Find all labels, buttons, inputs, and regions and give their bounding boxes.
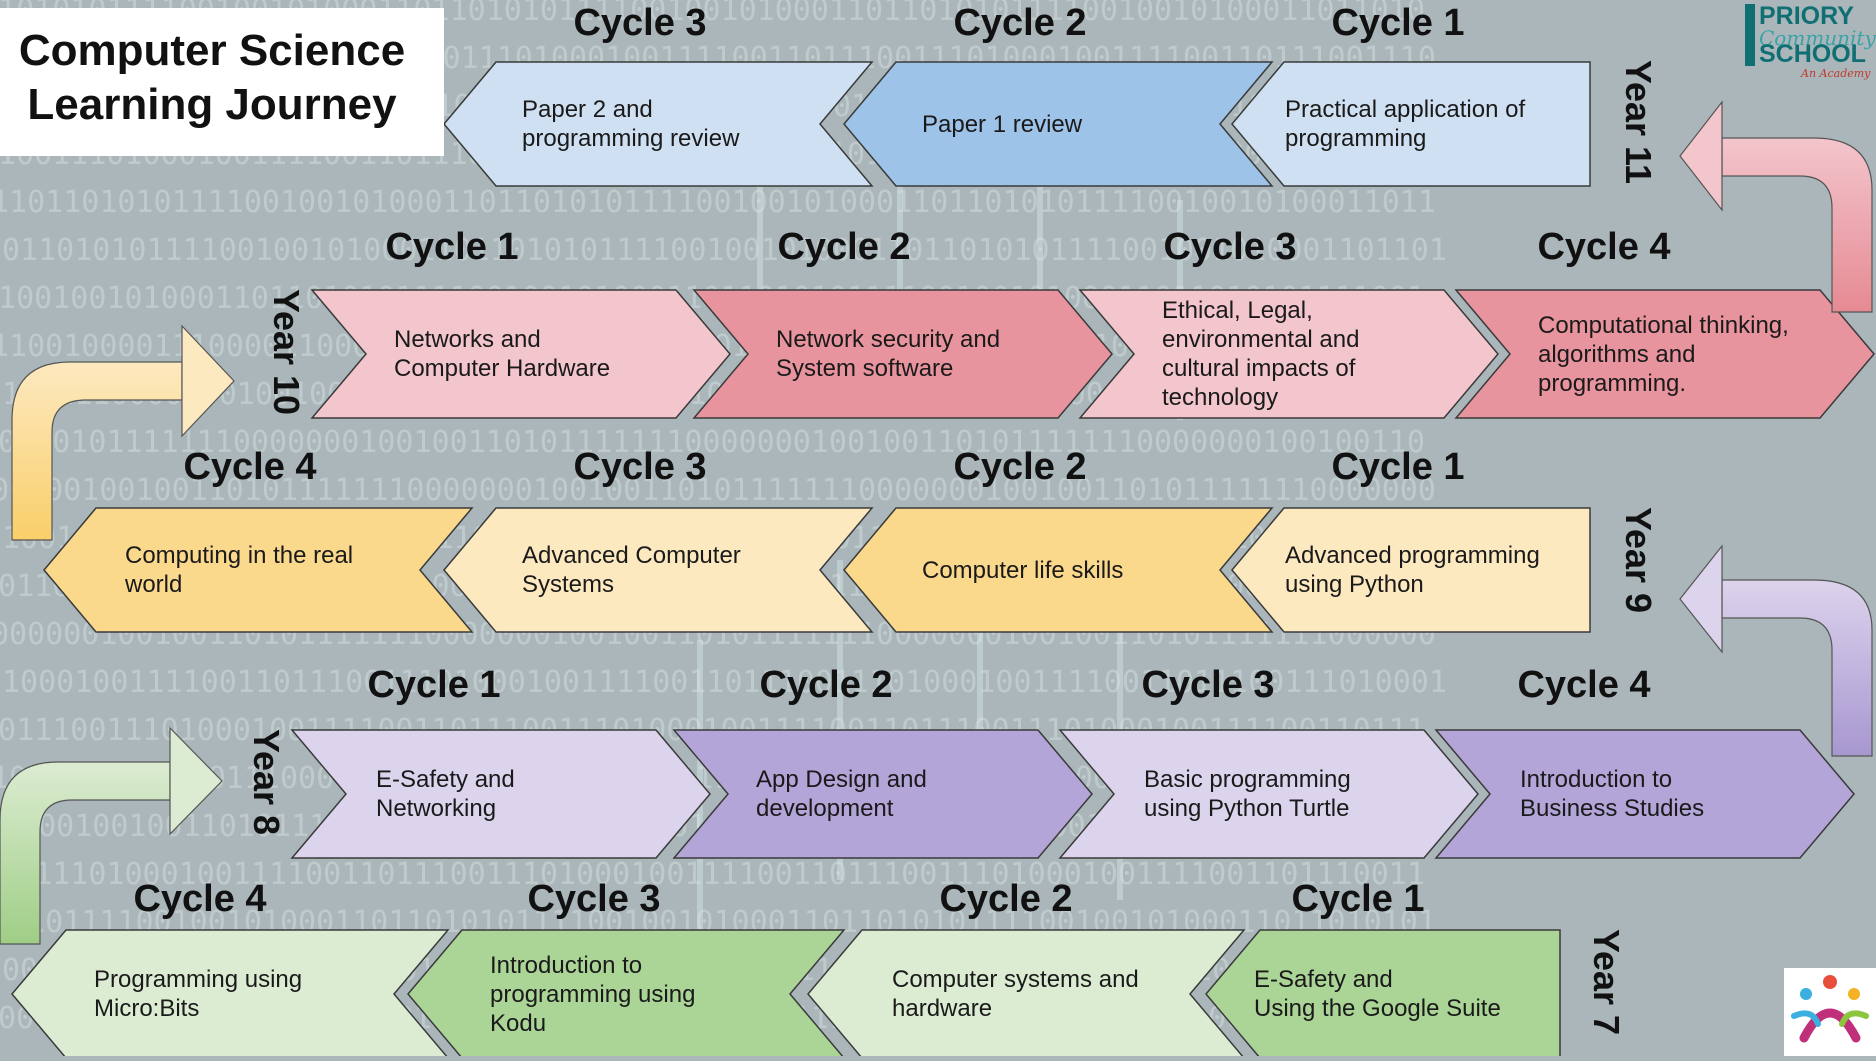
step-text: Basic programming using Python Turtle — [1144, 766, 1351, 822]
journey-step-year9-cycle1 — [1231, 507, 1591, 633]
step-text: Paper 1 review — [922, 110, 1083, 138]
journey-step-year7-cycle3 — [407, 929, 846, 1056]
school-logo: PRIORY Community SCHOOL An Academy — [1745, 0, 1876, 80]
journey-step-year8-cycle4 — [1434, 729, 1855, 859]
svg-text:011010101111001001010001101101: 0110101011110010010100011011010101111001… — [2, 233, 1447, 268]
u-turn-arrow-year7-to-8 — [0, 726, 223, 945]
journey-step-year10-cycle2 — [692, 289, 1113, 419]
journey-step-year9-cycle4 — [43, 507, 474, 633]
svg-text:000001001001101011111110000000: 0000010010011010111111100000001001001101… — [0, 473, 1436, 508]
people-logo-icon — [1791, 975, 1869, 1043]
journey-step-year7-cycle1 — [1205, 929, 1561, 1056]
cycle-heading: Cycle 3 — [573, 446, 707, 488]
cycle-heading: Cycle 1 — [1291, 878, 1425, 920]
step-text: Programming using Micro:Bits — [94, 966, 303, 1022]
journey-step-year10-cycle1 — [310, 289, 731, 419]
journey-step-year11-cycle2 — [843, 61, 1274, 187]
logo-word-priory: PRIORY — [1759, 2, 1854, 30]
svg-text:100010011110011011100111010001: 1000100111100110111001110100010011110011… — [2, 665, 1447, 700]
cycle-heading: Cycle 2 — [759, 664, 893, 706]
cycle-heading: Cycle 2 — [939, 878, 1073, 920]
step-text: Advanced programming using Python — [1285, 542, 1540, 598]
cycle-heading: Cycle 3 — [1141, 664, 1275, 706]
journey-step-year8-cycle1 — [290, 729, 711, 859]
step-text: Practical application of programming — [1285, 96, 1526, 152]
journey-step-year10-cycle3 — [1078, 289, 1499, 419]
step-text: Ethical, Legal, environmental and cultur… — [1162, 297, 1360, 411]
corner-logo — [1784, 968, 1876, 1056]
cycle-heading: Cycle 2 — [953, 2, 1087, 44]
logo-bar — [1745, 4, 1755, 66]
step-text: Paper 2 and programming review — [522, 96, 740, 152]
cycle-heading: Cycle 1 — [1331, 2, 1465, 44]
cycle-heading: Cycle 4 — [1517, 664, 1651, 706]
logo-word-school: SCHOOL — [1759, 40, 1866, 68]
cycle-heading: Cycle 4 — [183, 446, 317, 488]
cycle-heading: Cycle 1 — [385, 226, 519, 268]
year-label: Year 9 — [1618, 506, 1659, 614]
journey-step-year9-cycle3 — [443, 507, 874, 633]
cycle-heading: Cycle 1 — [367, 664, 501, 706]
cycle-heading: Cycle 4 — [1537, 226, 1671, 268]
cycle-heading: Cycle 1 — [1331, 446, 1465, 488]
cycle-heading: Cycle 3 — [527, 878, 661, 920]
svg-text:100111010001001111001101110011: 1001110100010011110011011100111010001001… — [0, 857, 1425, 892]
journey-step-year7-cycle2 — [807, 929, 1246, 1056]
step-text: App Design and development — [756, 766, 927, 822]
svg-text:001101011111110000000100100110: 0011010111111100000001001001101011111110… — [0, 425, 1425, 460]
step-text: Introduction to Business Studies — [1520, 766, 1705, 822]
cycle-heading: Cycle 4 — [133, 878, 267, 920]
logo-tagline: An Academy — [1801, 67, 1871, 80]
u-turn-arrow-year10-to-11 — [11, 324, 235, 541]
cycle-heading: Cycle 3 — [1163, 226, 1297, 268]
step-text: Computing in the real world — [125, 542, 354, 598]
page-title: Computer Science Learning Journey — [18, 26, 406, 129]
cycle-heading: Cycle 3 — [573, 2, 707, 44]
step-text: Computer systems and hardware — [892, 966, 1139, 1022]
journey-step-year8-cycle2 — [672, 729, 1093, 859]
logo-word-community: Community — [1759, 26, 1876, 50]
year-label: Year 8 — [246, 728, 287, 836]
journey-step-year7-cycle4 — [11, 929, 450, 1056]
journey-step-year10-cycle4 — [1454, 289, 1875, 419]
year-label: Year 11 — [1618, 59, 1659, 185]
journey-step-year9-cycle2 — [843, 507, 1274, 633]
step-text: E-Safety and Networking — [376, 766, 515, 822]
svg-text:110110101011110010010100011011: 1101101010111100100101000110110101011110… — [0, 185, 1436, 220]
u-turn-arrow-year8-to-9 — [1679, 544, 1873, 757]
step-text: Networks and Computer Hardware — [394, 326, 611, 382]
step-text: Network security and System software — [776, 326, 1001, 382]
year-label: Year 7 — [1586, 928, 1627, 1036]
step-text: Introduction to programming using Kodu — [490, 951, 696, 1037]
step-text: Advanced Computer Systems — [522, 542, 741, 598]
year-label: Year 10 — [266, 288, 307, 416]
journey-step-year11-cycle3 — [443, 61, 874, 187]
step-text: E-Safety and Using the Google Suite — [1254, 966, 1501, 1022]
u-turn-arrow-year10-to-11 — [1679, 100, 1873, 313]
step-text: Computational thinking, algorithms and p… — [1538, 311, 1789, 397]
step-text: Computer life skills — [922, 556, 1124, 584]
journey-step-year11-cycle1 — [1231, 61, 1591, 187]
title-box — [0, 8, 444, 156]
cycle-heading: Cycle 2 — [777, 226, 911, 268]
journey-step-year8-cycle3 — [1058, 729, 1479, 859]
cycle-heading: Cycle 2 — [953, 446, 1087, 488]
